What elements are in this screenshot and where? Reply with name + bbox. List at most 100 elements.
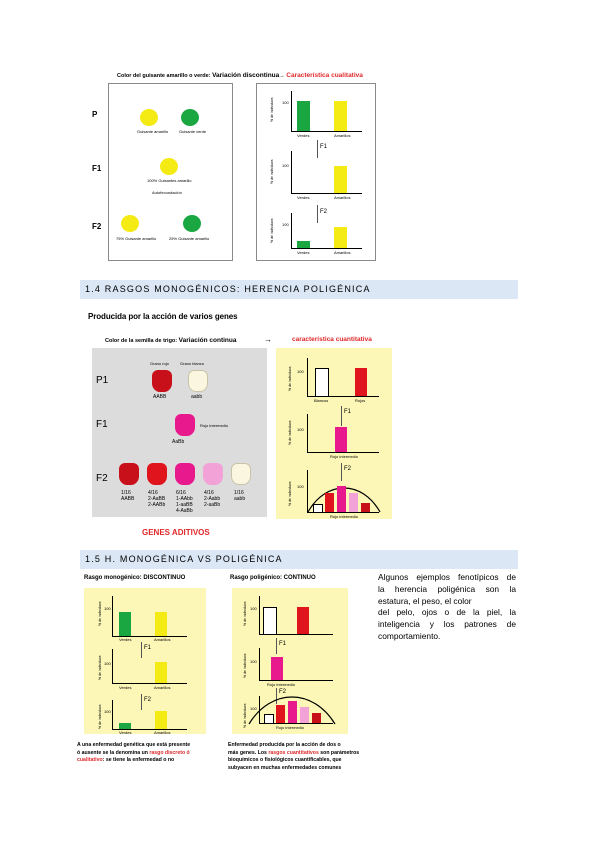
ytick: 100 xyxy=(104,709,111,714)
fig1-title-prefix: Color del guisante amarillo o verde: xyxy=(117,73,211,79)
y-axis xyxy=(112,649,113,683)
f2-group-2: 4/16 2-AaBB 2-AABb xyxy=(148,490,165,508)
paragraph-line-2: la herencia poligénica son la xyxy=(378,583,516,594)
y-axis xyxy=(259,648,260,680)
right-caption-line-1: Enfermedad producida por la acción de do… xyxy=(228,742,341,748)
ylabel: % de individuos xyxy=(243,601,247,626)
kernel-f2-2 xyxy=(147,463,167,485)
section-header-1-5: 1.5 H. MONOGÉNICA VS POLIGÉNICA xyxy=(80,550,518,569)
x-axis xyxy=(112,683,187,684)
ylabel: % de individuos xyxy=(288,420,292,445)
cat-verdes: Verdes xyxy=(119,685,132,690)
arrow-f2-label: F2 xyxy=(344,466,352,472)
right-caption-line-2: más genes. Los rasgos cuantitativos son … xyxy=(228,750,359,758)
polygenic-paragraph: Algunos ejemplos fenotípicos de la heren… xyxy=(378,572,516,643)
ytick: 100 xyxy=(104,606,111,611)
p-left-label: Guisante amarillo xyxy=(137,129,169,134)
y-axis xyxy=(307,414,308,452)
x-axis xyxy=(259,723,333,724)
cat-verdes: Verdes xyxy=(297,195,310,200)
ytick: 100 xyxy=(282,163,289,168)
arrow-f1 xyxy=(341,406,342,426)
fig1-title-arrow: → xyxy=(279,73,285,79)
paragraph-line-5: inteligencia y los patrones de xyxy=(378,619,516,630)
f2-group-3: 6/16 1-AAbb 1-aaBB 4-AaBb xyxy=(176,490,193,514)
arrow-f1-label: F1 xyxy=(144,645,152,651)
bar-amarillos xyxy=(334,166,347,193)
fig3-right-caption: Enfermedad producida por la acción de do… xyxy=(228,742,359,772)
kernel-white-p1 xyxy=(188,370,208,392)
x-axis xyxy=(307,396,379,397)
bar-blancos xyxy=(315,368,329,397)
right-caption-line-3: bioquímicos o fisiológicos cuantificable… xyxy=(228,757,342,763)
cat-blancos: Blancos xyxy=(314,398,329,403)
bar-f2-5 xyxy=(312,713,321,723)
x-axis xyxy=(112,636,187,637)
y-axis xyxy=(291,213,292,248)
cat-amarillos: Amarillos xyxy=(334,195,351,200)
pea-green-p xyxy=(181,109,199,126)
f1-geno: AaBb xyxy=(172,439,185,445)
bar-amarillos xyxy=(155,662,167,683)
right-caption-2c: son parámetros xyxy=(318,749,360,756)
f2-geno-3b: 1-aaBB xyxy=(176,502,193,508)
section-subtitle-1-4: Producida por la acción de varios genes xyxy=(88,312,238,321)
p1-left-geno: AABB xyxy=(153,394,167,400)
cat-rojo-intermedio: Rojo intermedio xyxy=(276,725,305,730)
row-label-f2: F2 xyxy=(96,473,108,484)
section-title-1-5: 1.5 H. MONOGÉNICA VS POLIGÉNICA xyxy=(85,554,283,564)
pea-yellow-p xyxy=(140,109,158,126)
genes-aditivos-label: GENES ADITIVOS xyxy=(142,528,210,537)
f2-frac-3: 6/16 xyxy=(176,490,186,496)
cat-rojo-intermedio: Rojo intermedio xyxy=(267,682,296,687)
bar-f2-3 xyxy=(288,701,297,723)
p1-right-geno: aabb xyxy=(191,394,203,400)
ytick: 100 xyxy=(297,484,304,489)
row-label-f2: F2 xyxy=(92,222,102,231)
ylabel: % de individuos xyxy=(288,366,292,391)
ylabel: % de individuos xyxy=(98,601,102,626)
cat-rojos: Rojos xyxy=(355,398,366,403)
f2-right-label: 25% Guisante amarillo xyxy=(169,236,210,241)
ytick: 100 xyxy=(104,661,111,666)
bar-f2-4 xyxy=(300,707,309,723)
ytick: 100 xyxy=(250,606,257,611)
fig2-title-main: Variación continua xyxy=(178,337,237,344)
cat-amarillos: Amarillos xyxy=(334,250,351,255)
section-title-1-4: 1.4 RASGOS MONOGÉNICOS: HERENCIA POLIGÉN… xyxy=(85,284,371,294)
y-axis xyxy=(307,358,308,396)
y-axis xyxy=(259,596,260,634)
bar-blancos xyxy=(263,607,277,635)
y-axis xyxy=(112,596,113,636)
ytick: 100 xyxy=(282,222,289,227)
ytick: 100 xyxy=(250,706,257,711)
arrow-f1-label: F1 xyxy=(320,144,328,150)
p-right-label: Guisante verde xyxy=(179,129,207,134)
arrow-f1-label: F1 xyxy=(279,641,287,647)
cat-rojo-intermedio: Rojo intermedio xyxy=(330,514,359,519)
fig2-charts-panel xyxy=(276,348,392,519)
y-axis xyxy=(307,470,308,512)
x-axis xyxy=(307,512,379,513)
bar-amarillos xyxy=(334,227,347,248)
pea-yellow-f1 xyxy=(160,158,178,175)
fig1-title-main: Variación discontinua xyxy=(212,72,280,79)
f2-geno-3c: 4-AaBb xyxy=(176,508,193,514)
bar-f2-2 xyxy=(276,705,285,723)
cat-rojo-intermedio: Rojo intermedio xyxy=(330,454,359,459)
arrow-f2 xyxy=(141,694,142,710)
arrow-f2 xyxy=(276,688,277,704)
arrow-f2 xyxy=(317,205,318,223)
cat-verdes: Verdes xyxy=(297,250,310,255)
x-axis xyxy=(291,248,362,249)
cat-amarillos: Amarillos xyxy=(334,133,351,138)
cat-verdes: Verdes xyxy=(119,730,132,735)
paragraph-line-1: Algunos ejemplos fenotípicos de xyxy=(378,572,516,582)
bar-rojo-intermedio xyxy=(335,427,347,452)
row-label-p: P xyxy=(92,110,98,119)
ytick: 100 xyxy=(250,659,257,664)
arrow-f2-label: F2 xyxy=(279,689,287,695)
f2-geno-2a: 2-AaBB xyxy=(148,496,166,502)
left-caption-line-3: cualitativo: se tiene la enfermedad o no xyxy=(77,757,190,765)
arrow-f2-label: F2 xyxy=(320,209,328,215)
